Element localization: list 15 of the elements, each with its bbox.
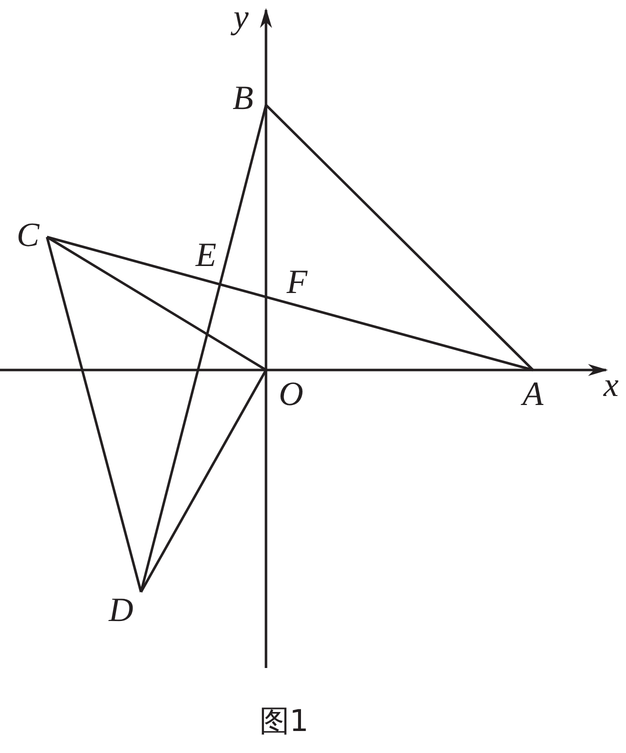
line-segment (140, 369, 268, 593)
point-label: C (16, 219, 40, 253)
line-segment (46, 236, 142, 592)
figure-caption: 图1 (259, 706, 309, 738)
line-segment (265, 104, 534, 371)
point-label: E (196, 239, 216, 273)
point-label: F (286, 266, 308, 300)
line-segment (46, 236, 534, 372)
axis-label: x (603, 369, 619, 403)
axis-label: y (233, 1, 249, 35)
point-label: A (522, 378, 544, 412)
point-label: D (108, 594, 134, 628)
line-segment (46, 236, 267, 372)
point-label: O (278, 378, 304, 412)
point-label: B (232, 82, 254, 116)
